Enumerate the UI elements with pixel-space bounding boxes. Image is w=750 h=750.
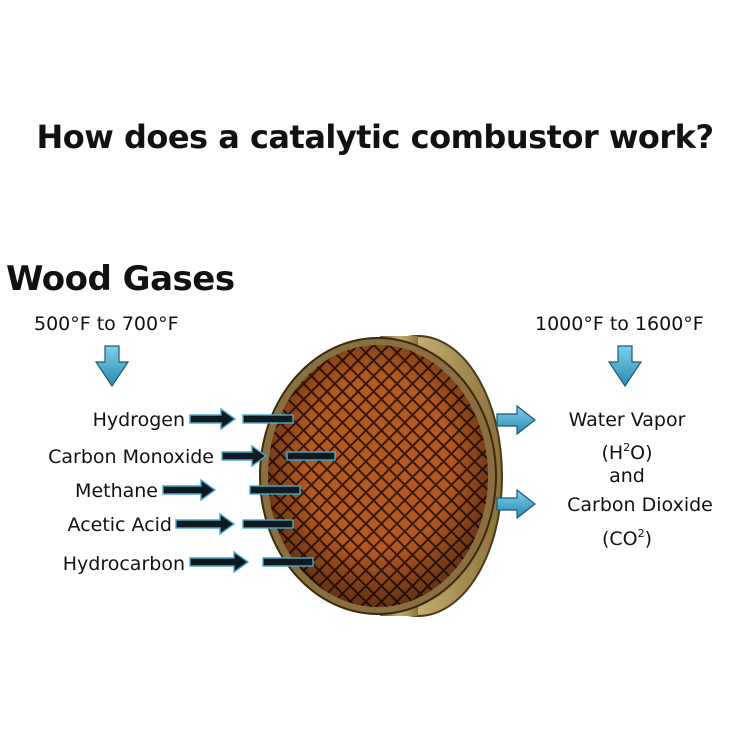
input-down-arrow-icon (94, 345, 130, 388)
output-temperature: 1000°F to 1600°F (535, 313, 704, 335)
gas-methane: Methane (75, 480, 158, 502)
output-arrow-co2-icon (496, 488, 536, 520)
gas-hydrocarbon: Hydrocarbon (62, 553, 185, 575)
output-arrow-water-icon (496, 404, 536, 436)
catalytic-combustor (259, 335, 503, 617)
output-down-arrow-icon (607, 345, 643, 388)
gas-hydrogen: Hydrogen (92, 409, 185, 431)
input-temperature: 500°F to 700°F (34, 313, 179, 335)
output-water-vapor: Water Vapor (568, 409, 686, 431)
stream-hydrogen (242, 414, 294, 424)
acetic-acid-arrow-icon (175, 512, 236, 536)
output-water-formula: (H2O) (601, 441, 653, 464)
methane-arrow-icon (162, 478, 217, 502)
stream-methane (249, 485, 301, 495)
stream-acetic-acid (242, 519, 294, 529)
carbon-monoxide-arrow-icon (221, 444, 268, 468)
page-title: How does a catalytic combustor work? (36, 118, 714, 156)
hydrogen-arrow-icon (189, 407, 237, 431)
wood-gases-heading: Wood Gases (6, 259, 235, 299)
output-carbon-dioxide: Carbon Dioxide (567, 494, 713, 516)
gas-carbon-monoxide: Carbon Monoxide (48, 446, 214, 468)
output-and: and (609, 465, 645, 487)
input-arrows (162, 407, 268, 574)
stream-hydrocarbon (262, 557, 314, 567)
gas-acetic-acid: Acetic Acid (67, 514, 172, 536)
stream-carbon-monoxide (286, 451, 336, 461)
hydrocarbon-arrow-icon (189, 550, 250, 574)
output-co2-formula: (CO2) (601, 527, 653, 550)
gas-streams (242, 414, 336, 567)
combustor-face-shade (268, 345, 488, 607)
